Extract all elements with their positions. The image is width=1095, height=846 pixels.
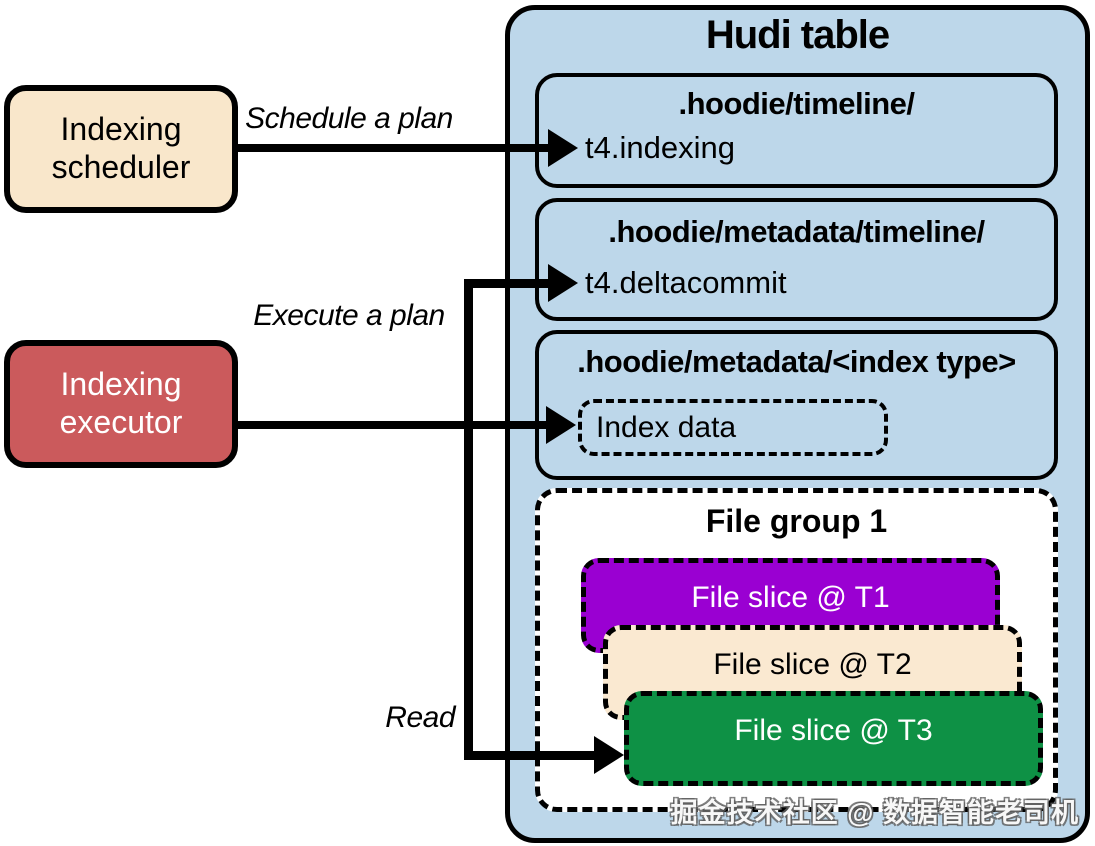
watermark-text: 掘金技术社区 @ 数据智能老司机 [670,798,1079,828]
folder-box-metadata-timeline: .hoodie/metadata/timeline/ t4.deltacommi… [535,198,1058,321]
deltacommit-arrow-line [464,279,548,288]
execute-arrow-line [238,421,546,429]
file-group-title: File group 1 [705,503,888,539]
folder-entry: t4.indexing [585,130,735,165]
indexing-scheduler-box: Indexing scheduler [4,85,238,213]
folder-box-metadata-index: .hoodie/metadata/<index type> Index data [535,330,1058,480]
read-arrow-label: Read [385,701,455,734]
folder-path: .hoodie/metadata/timeline/ [608,214,985,249]
index-data-box: Index data [578,399,888,456]
read-arrow-line [464,751,594,760]
folder-path: .hoodie/metadata/<index type> [577,344,1016,379]
file-slice-t3: File slice @ T3 [624,691,1043,786]
execute-arrow-label: Execute a plan [253,299,445,332]
schedule-arrowhead [548,129,578,167]
folder-entry: t4.deltacommit [585,265,787,300]
indexing-executor-box: Indexing executor [4,340,238,468]
schedule-arrow-label: Schedule a plan [245,102,453,135]
folder-box-timeline: .hoodie/timeline/ t4.indexing [535,73,1058,188]
execute-arrowhead [546,406,576,444]
hudi-table-title: Hudi table [705,13,890,57]
deltacommit-arrowhead [548,264,578,302]
schedule-arrow-line [238,144,548,152]
folder-path: .hoodie/timeline/ [678,86,915,121]
read-arrowhead [594,736,624,774]
branch-vertical-line [464,279,473,760]
